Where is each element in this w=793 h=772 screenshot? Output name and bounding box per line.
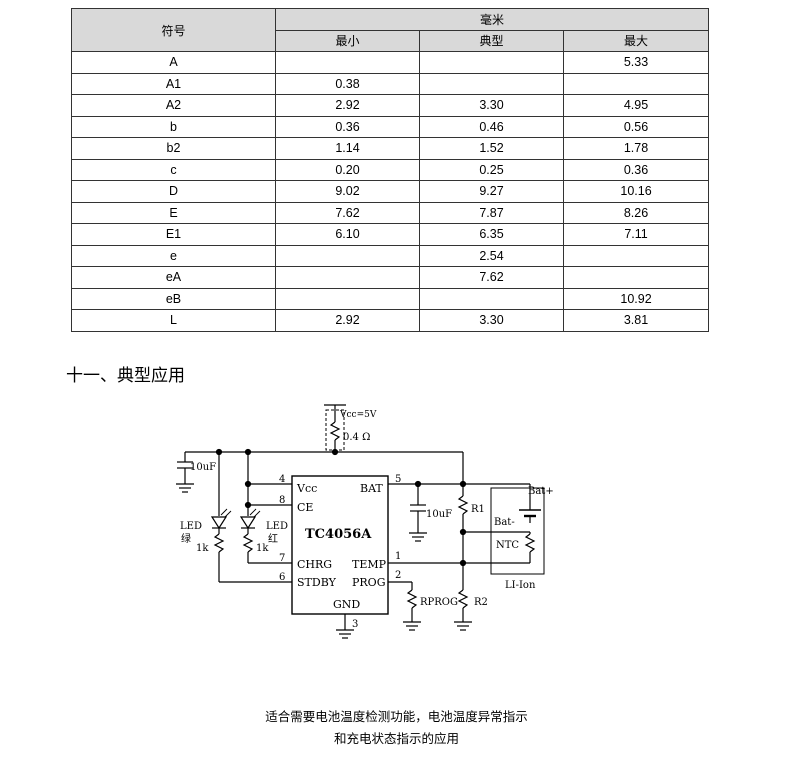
- pin-number: 3: [352, 619, 358, 630]
- led-green-label: LED: [180, 521, 202, 532]
- header-unit: 毫米: [274, 8, 710, 31]
- rprog-resistor: [406, 589, 418, 609]
- pin-number: 6: [279, 572, 285, 583]
- vcc-resistor: [329, 421, 341, 441]
- bat-minus-label: Bat-: [494, 517, 515, 528]
- led-red-color: 红: [268, 532, 278, 545]
- pin-vcc-label: Vcc: [296, 482, 317, 495]
- pin-ce-label: CE: [297, 501, 313, 514]
- pin-number: 8: [279, 495, 285, 506]
- pin-number: 5: [395, 474, 401, 485]
- led-red-label: LED: [266, 521, 288, 532]
- led-green-icon: [210, 516, 228, 530]
- pin-chrg-label: CHRG: [297, 558, 332, 571]
- pin-number: 4: [279, 474, 285, 485]
- ntc-resistor: [524, 533, 536, 553]
- pin-temp-label: TEMP: [352, 558, 387, 571]
- cell-max: 3.81: [562, 309, 710, 332]
- section-title: 十一、典型应用: [66, 366, 185, 386]
- bat-plus-label: Bat+: [528, 486, 554, 497]
- junction-dot: [244, 501, 252, 509]
- pin-number: 7: [279, 553, 285, 564]
- cell-min: 2.92: [275, 309, 420, 332]
- led-red-icon: [239, 516, 257, 530]
- pin-bat-label: BAT: [360, 482, 383, 495]
- caption-line-1: 适合需要电池温度检测功能，电池温度异常指示: [265, 709, 528, 724]
- vcc-resistor-label: 0.4 Ω: [343, 432, 370, 443]
- vcc-label: Vcc=5V: [339, 410, 377, 420]
- res-1k-b-label: 1k: [256, 543, 269, 554]
- ntc-label: NTC: [496, 540, 519, 551]
- header-symbol: 符号: [71, 8, 276, 52]
- cell-typ: 0.46: [419, 115, 564, 138]
- cell-max: [562, 72, 710, 95]
- res-1k-a: [213, 533, 225, 553]
- pin-prog-label: PROG: [352, 576, 386, 589]
- cell-sym: A1: [71, 72, 276, 95]
- r1-label: R1: [471, 504, 485, 515]
- r2-label: R2: [474, 597, 488, 608]
- cap-bat-label: 10uF: [426, 509, 452, 520]
- cell-min: 7.62: [275, 201, 420, 224]
- cell-min: 0.38: [275, 72, 420, 95]
- pin-number: 1: [395, 551, 401, 562]
- junction-dot: [244, 480, 252, 488]
- res-1k-a-label: 1k: [196, 543, 209, 554]
- cell-min: 2.92: [275, 94, 420, 117]
- rprog-label: RPROG: [420, 597, 458, 608]
- cell-min: 9.02: [275, 180, 420, 203]
- led-arrow: [220, 508, 228, 516]
- cap-in-label: 10uF: [190, 462, 216, 473]
- led-arrow: [253, 510, 261, 518]
- cell-typ: 3.30: [419, 94, 564, 117]
- r2-resistor: [457, 589, 469, 609]
- led-green-color: 绿: [181, 532, 191, 545]
- battery-pack: [490, 487, 545, 575]
- led-arrow: [249, 508, 257, 516]
- ic-body: [291, 475, 389, 615]
- pin-gnd-label: GND: [333, 598, 360, 611]
- caption-line-2: 和充电状态指示的应用: [333, 731, 459, 746]
- cell-max: 5.33: [562, 51, 710, 74]
- cell-max: 10.16: [562, 180, 710, 203]
- cell-min: 1.14: [275, 137, 420, 160]
- r1-resistor: [457, 495, 469, 515]
- led-arrow: [224, 510, 232, 518]
- junction-dot: [331, 448, 339, 456]
- pin-number: 2: [395, 570, 401, 581]
- ic-name: TC4056A: [305, 527, 372, 542]
- res-1k-b: [242, 533, 254, 553]
- pin-stdby-label: STDBY: [297, 576, 337, 589]
- cell-max: 7.11: [562, 223, 710, 246]
- cell-typ: 7.62: [419, 266, 564, 289]
- battery-label: LI-Ion: [505, 580, 536, 591]
- cell-max: 4.95: [562, 94, 710, 117]
